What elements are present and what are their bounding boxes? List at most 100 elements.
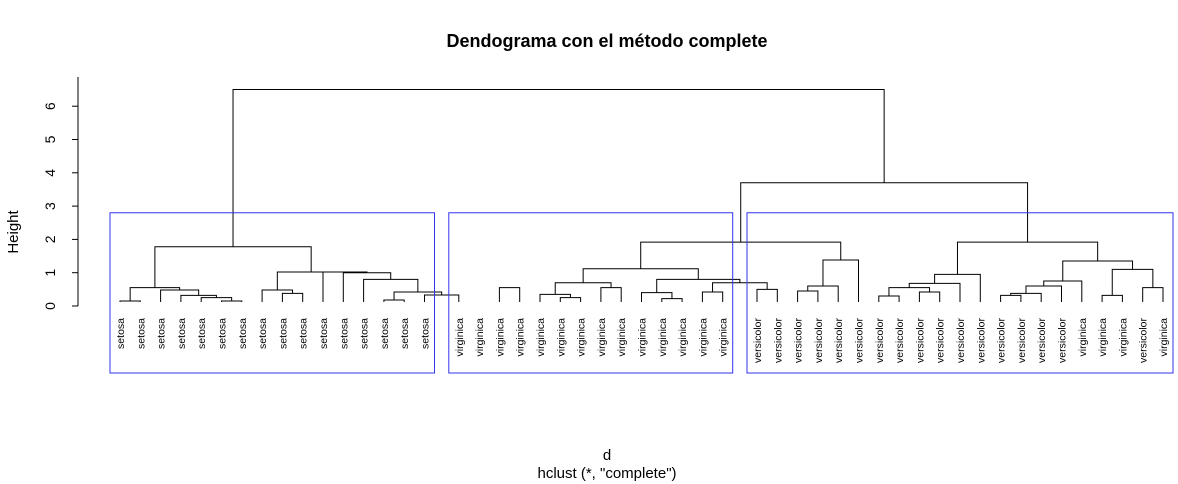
leaf-label: virginica — [474, 318, 486, 357]
leaf-label: virginica — [576, 318, 588, 357]
leaf-label: setosa — [399, 318, 411, 349]
leaf-label: setosa — [420, 318, 432, 349]
leaf-label: versicolor — [935, 318, 947, 363]
dendrogram-link — [701, 291, 724, 302]
leaf-label: virginica — [637, 318, 649, 357]
y-tick-label: 1 — [42, 269, 58, 277]
dendrogram-link — [363, 278, 419, 302]
dendrogram-links — [119, 89, 1164, 302]
method-sublabel: hclust (*, "complete") — [537, 465, 676, 482]
leaf-label: versicolor — [1036, 318, 1048, 363]
leaf-label: versicolor — [1138, 318, 1150, 363]
leaf-label: virginica — [657, 318, 669, 357]
dendrogram-link — [180, 294, 217, 302]
leaf-label: versicolor — [894, 318, 906, 363]
leaf-label: setosa — [196, 318, 208, 349]
leaf-label: setosa — [318, 318, 330, 349]
leaf-labels: setosa setosa setosa setosa setosa setosa seto… — [115, 318, 1170, 363]
dendrogram-link — [641, 292, 673, 302]
dendrogram-link — [756, 288, 778, 302]
dendrogram-link — [600, 287, 622, 302]
x-axis-label: d — [603, 447, 611, 464]
dendrogram-link — [956, 241, 1099, 275]
leaf-label: setosa — [176, 318, 188, 349]
y-tick-label: 5 — [42, 135, 58, 143]
y-tick-label: 3 — [42, 202, 58, 210]
dendrogram-link — [1062, 260, 1134, 282]
leaf-label: setosa — [298, 318, 310, 349]
dendrogram-link — [1043, 280, 1083, 302]
leaf-label: setosa — [338, 318, 350, 349]
dendrogram-link — [656, 278, 741, 293]
leaf-label: virginica — [555, 318, 567, 357]
dendrogram-link — [1025, 285, 1062, 302]
leaf-label: setosa — [237, 318, 249, 349]
leaf-label: setosa — [379, 318, 391, 349]
dendrogram-link — [918, 291, 941, 302]
dendrogram-link — [1101, 294, 1123, 302]
leaf-label: versicolor — [1016, 318, 1028, 363]
leaf-label: virginica — [494, 318, 506, 357]
dendrogram-link — [424, 294, 460, 302]
cluster-boxes — [109, 212, 1174, 374]
leaf-label: versicolor — [833, 318, 845, 363]
leaf-label: virginica — [535, 318, 547, 357]
dendrogram-link — [281, 292, 304, 302]
leaf-label: virginica — [616, 318, 628, 357]
dendrogram-link — [221, 300, 243, 302]
dendrogram-link — [712, 282, 768, 293]
leaf-label: versicolor — [914, 318, 926, 363]
dendrogram-link — [261, 289, 294, 302]
y-tick-label: 4 — [42, 169, 58, 177]
dendrogram-link — [822, 259, 859, 302]
leaf-label: setosa — [156, 318, 168, 349]
dendrogram-link — [554, 282, 612, 295]
dendrogram-link — [342, 272, 392, 302]
leaf-label: versicolor — [955, 318, 967, 363]
dendrogram-link — [640, 241, 842, 269]
leaf-label: versicolor — [996, 318, 1008, 363]
dendrogram-link — [1111, 268, 1154, 296]
leaf-label: versicolor — [854, 318, 866, 363]
leaf-label: versicolor — [793, 318, 805, 363]
y-tick-label: 6 — [42, 102, 58, 110]
cluster-box — [109, 212, 435, 374]
leaf-label: setosa — [135, 318, 147, 349]
dendrogram-link — [498, 287, 521, 302]
leaf-label: virginica — [1097, 318, 1109, 357]
leaf-label: virginica — [677, 318, 689, 357]
dendrogram-link — [908, 282, 961, 302]
dendrogram-link — [582, 268, 699, 283]
dendrogram-link — [807, 285, 839, 302]
leaf-label: versicolor — [874, 318, 886, 363]
leaf-label: versicolor — [1057, 318, 1069, 363]
dendrogram-link — [661, 298, 683, 302]
dendrogram-link — [160, 289, 200, 302]
leaf-label: virginica — [596, 318, 608, 357]
leaf-label: virginica — [515, 318, 527, 357]
y-tick-label: 2 — [42, 235, 58, 243]
dendrogram-link — [322, 271, 368, 302]
dendrogram-link — [383, 299, 405, 302]
leaf-label: virginica — [1117, 318, 1129, 357]
leaf-label: setosa — [277, 318, 289, 349]
dendrogram-link — [934, 273, 981, 302]
dendrogram-link — [232, 89, 885, 247]
leaf-label: virginica — [1077, 318, 1089, 357]
y-axis-label: Height — [5, 209, 22, 253]
dendrogram-link — [119, 300, 141, 302]
leaf-label: setosa — [115, 318, 127, 349]
y-tick-label: 0 — [42, 302, 58, 310]
cluster-box — [448, 212, 734, 374]
dendrogram-link — [276, 271, 346, 291]
y-axis: 0 1 2 3 4 5 6 — [42, 77, 79, 310]
leaf-label: versicolor — [752, 318, 764, 363]
leaf-label: versicolor — [772, 318, 784, 363]
leaf-label: virginica — [1158, 318, 1170, 357]
cluster-box — [746, 212, 1174, 374]
chart-title: Dendograma con el método complete — [446, 31, 767, 51]
dendrogram-link — [797, 290, 819, 302]
dendrogram-link — [1010, 292, 1042, 302]
leaf-label: setosa — [359, 318, 371, 349]
